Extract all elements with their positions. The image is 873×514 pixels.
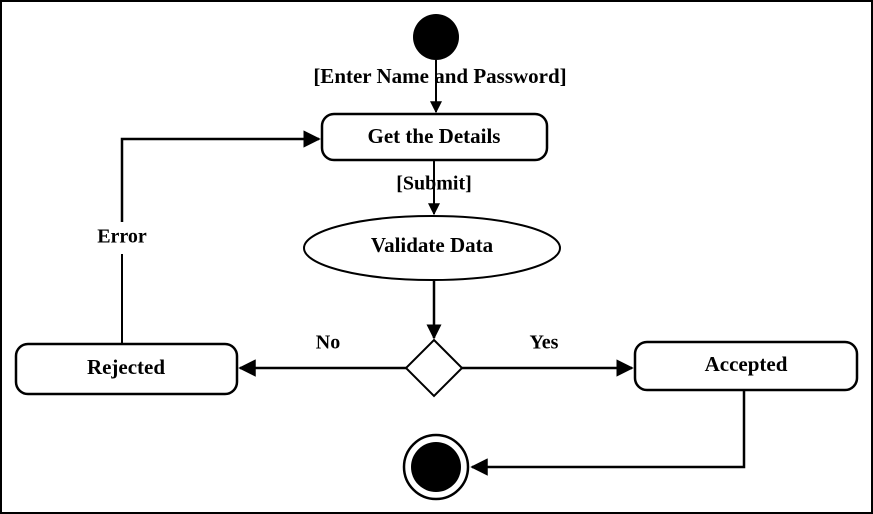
action-node-get-the-details[interactable] (320, 112, 549, 162)
final-node-ring (402, 433, 470, 501)
edge-label-error: Error (97, 226, 147, 248)
action-node-get-the-details-label: Get the Details (368, 124, 501, 148)
action-node-accepted[interactable] (633, 340, 859, 392)
edge-label-no: No (316, 332, 340, 354)
edge-label-enter-name-and-password: [Enter Name and Password] (313, 64, 566, 88)
edge-label-submit: [Submit] (396, 173, 472, 195)
action-node-rejected[interactable] (14, 342, 239, 396)
activity-node-validate-data-label: Validate Data (371, 233, 494, 257)
action-node-accepted-label: Accepted (705, 352, 788, 376)
edge-accepted-to-final (470, 390, 746, 476)
initial-node[interactable] (413, 14, 459, 60)
final-node[interactable] (411, 442, 461, 492)
edge-label-yes: Yes (530, 332, 559, 354)
decision-node[interactable] (404, 338, 464, 398)
action-node-rejected-label: Rejected (87, 355, 165, 379)
activity-node-validate-data[interactable] (303, 215, 561, 281)
edge-error-to-get-details (120, 130, 321, 222)
